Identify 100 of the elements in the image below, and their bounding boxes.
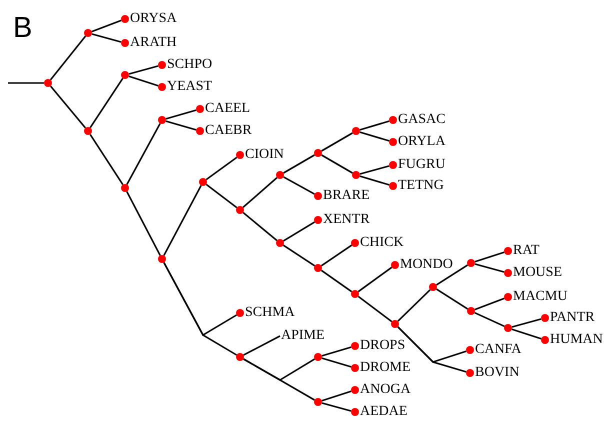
branch-line — [126, 191, 161, 256]
taxon-label: XENTR — [323, 211, 370, 229]
branch-line — [512, 328, 542, 340]
node-dot — [351, 290, 359, 298]
node-dot — [84, 127, 92, 135]
branch-line — [8, 82, 44, 84]
taxon-label: CAEBR — [205, 122, 252, 140]
branch-line — [358, 296, 392, 322]
node-dot — [276, 239, 284, 247]
branch-line — [322, 357, 352, 368]
branch-line — [322, 402, 352, 412]
taxon-label: CANFA — [475, 341, 522, 359]
branch-line — [320, 244, 352, 266]
node-dot — [199, 178, 207, 186]
branch-line — [282, 244, 316, 266]
branch-line — [50, 86, 86, 128]
node-dot — [236, 206, 244, 214]
taxon-label: ORYSA — [130, 10, 177, 28]
taxon-label: MOUSE — [513, 264, 562, 282]
taxon-label: APIME — [281, 327, 325, 345]
branch-line — [242, 177, 278, 208]
node-dot — [314, 398, 322, 406]
branch-line — [243, 358, 315, 401]
taxon-label: RAT — [513, 242, 540, 260]
panel-letter: B — [13, 12, 32, 44]
taxon-label: BOVIN — [475, 364, 520, 382]
branch-line — [92, 33, 122, 43]
branch-line — [163, 262, 237, 356]
branch-line — [206, 184, 238, 208]
node-dot — [158, 116, 166, 124]
branch-line — [360, 165, 390, 175]
branch-line — [397, 289, 431, 322]
branch-line — [166, 109, 196, 120]
branch-line — [90, 78, 124, 128]
branch-line — [322, 390, 352, 402]
branch-line — [322, 346, 352, 357]
branch-line — [512, 318, 542, 328]
node-dot — [314, 353, 322, 361]
taxon-label: SCHPO — [167, 56, 212, 74]
branch-line — [321, 154, 353, 174]
node-dot — [504, 324, 512, 332]
taxon-label: HUMAN — [550, 331, 603, 349]
taxon-label: ANOGA — [360, 381, 411, 399]
branch-line — [128, 65, 158, 75]
node-dot — [352, 127, 360, 135]
branch-line — [358, 266, 392, 292]
branch-line — [321, 132, 353, 152]
branch-line — [50, 36, 86, 80]
node-dot — [84, 29, 92, 37]
branch-line — [206, 156, 238, 180]
taxon-label: ORYLA — [398, 133, 446, 151]
branch-line — [320, 270, 352, 292]
branch-line — [90, 134, 124, 186]
node-dot — [429, 283, 437, 291]
node-dot — [158, 255, 166, 263]
taxon-label: CHICK — [360, 234, 404, 252]
taxon-label: SCHMA — [245, 304, 295, 322]
node-dot — [467, 307, 475, 315]
branch-line — [436, 264, 468, 286]
node-dot — [391, 320, 399, 328]
branch-line — [242, 212, 278, 242]
branch-line — [360, 175, 390, 186]
taxon-label: CAEEL — [205, 100, 250, 118]
branch-line — [283, 176, 315, 195]
node-dot — [121, 184, 129, 192]
taxon-label: AEDAE — [360, 403, 408, 421]
taxon-label: DROME — [360, 359, 411, 377]
branch-line — [163, 185, 202, 256]
branch-line — [397, 326, 466, 373]
node-dot — [352, 171, 360, 179]
branch-line — [128, 75, 158, 87]
taxon-label: BRARE — [323, 187, 370, 205]
node-dot — [314, 149, 322, 157]
node-dot — [314, 264, 322, 272]
branch-line — [474, 251, 504, 263]
branch-line — [436, 288, 468, 310]
taxon-label: YEAST — [167, 78, 212, 96]
node-dot — [236, 353, 244, 361]
branch-line — [283, 154, 315, 174]
branch-line — [360, 120, 390, 131]
node-dot — [44, 79, 52, 87]
taxon-label: ARATH — [130, 34, 177, 52]
taxon-label: CIOIN — [245, 146, 284, 164]
branch-line — [126, 123, 161, 185]
taxon-label: GASAC — [398, 111, 446, 129]
branch-line — [474, 298, 505, 310]
branch-line — [474, 263, 504, 273]
node-dot — [276, 171, 284, 179]
taxon-label: MONDO — [400, 256, 453, 274]
taxon-label: FUGRU — [398, 156, 446, 174]
branch-line — [360, 131, 390, 142]
branch-line — [282, 221, 316, 242]
node-dot — [467, 259, 475, 267]
branch-line — [166, 120, 196, 131]
taxon-label: DROPS — [360, 337, 406, 355]
branch-line — [474, 312, 505, 328]
taxon-label: MACMU — [513, 288, 568, 306]
taxon-label: PANTR — [550, 309, 595, 327]
branch-line — [243, 335, 280, 356]
branch-line — [91, 20, 122, 32]
